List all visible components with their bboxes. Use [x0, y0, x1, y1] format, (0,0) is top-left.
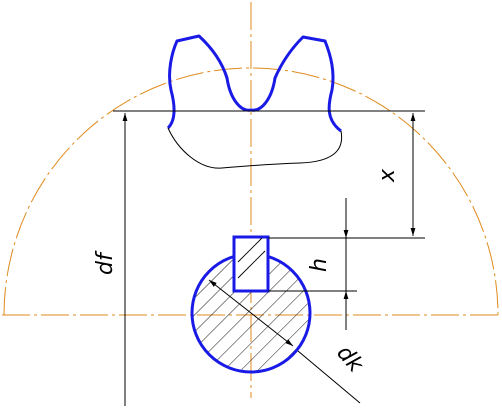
- break-line: [167, 127, 343, 169]
- dk-label: dk: [331, 341, 368, 378]
- gear-tooth-profile: [166, 34, 342, 133]
- df-label: df: [93, 250, 118, 275]
- dk-dimension-line: [208, 279, 294, 347]
- h-label: h: [307, 258, 332, 272]
- key-rect: [232, 235, 270, 293]
- key-hatch-2: [237, 250, 266, 279]
- dk-leader-line: [297, 350, 361, 404]
- x-label: x: [375, 168, 400, 183]
- shaft-section: [190, 235, 312, 374]
- pitch-circle-arc: [3, 67, 499, 316]
- dimension-lines: [113, 110, 425, 406]
- key-hatch-1: [237, 237, 263, 263]
